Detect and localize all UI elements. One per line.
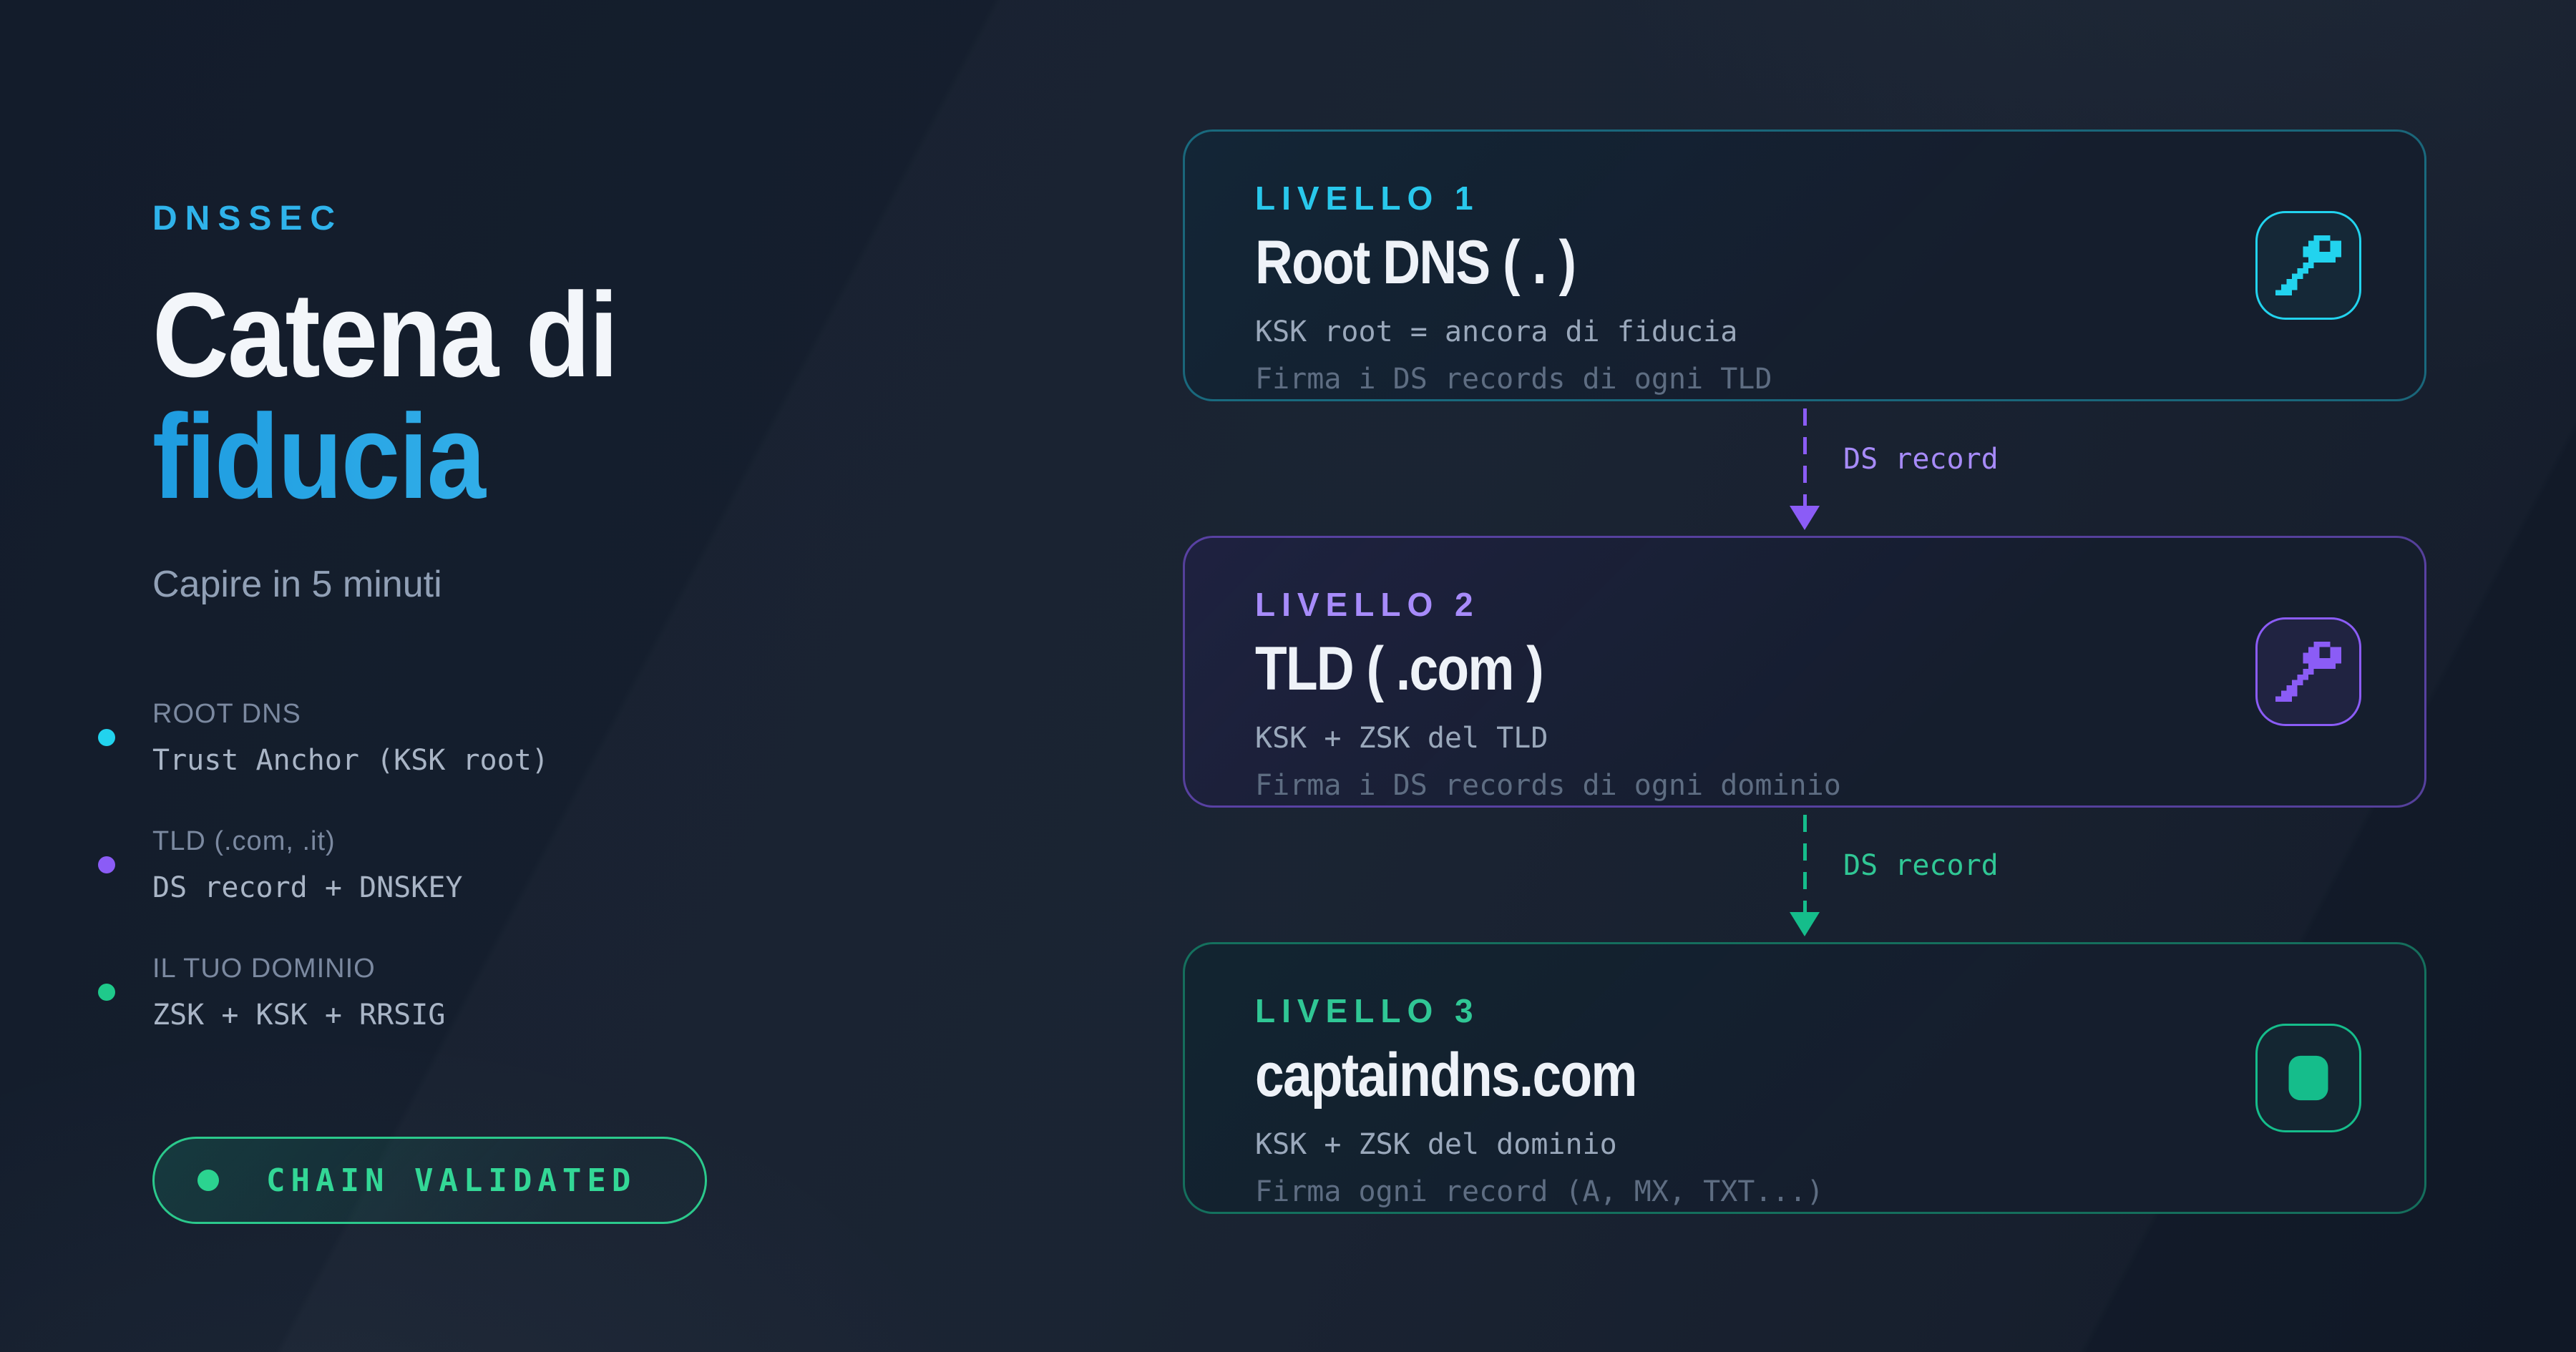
status-dot-icon	[197, 1170, 219, 1191]
legend-item-detail: ZSK + KSK + RRSIG	[152, 999, 446, 1032]
card-description-1: KSK root = ancora di fiducia	[1255, 315, 1738, 348]
key-icon	[2255, 211, 2361, 320]
card-description-2: Firma ogni record (A, MX, TXT...)	[1255, 1175, 1824, 1208]
kicker-label: DNSSEC	[152, 200, 343, 237]
record-square-icon	[2255, 1024, 2361, 1132]
legend-text: IL TUO DOMINIO ZSK + KSK + RRSIG	[152, 952, 445, 1032]
legend-item-root-dns: ROOT DNS Trust Anchor (KSK root)	[98, 697, 1057, 778]
card-description-2: Firma i DS records di ogni TLD	[1255, 363, 1772, 396]
card-livello-2-tld: LIVELLO 2 TLD ( .com ) KSK + ZSK del TLD…	[1183, 536, 2426, 808]
key-icon	[2255, 617, 2361, 726]
card-title: Root DNS ( . )	[1255, 228, 1576, 297]
page-title: Catena di fiducia	[152, 274, 948, 517]
title-line-2: fiducia	[152, 396, 948, 517]
card-level-label: LIVELLO 2	[1255, 586, 1480, 623]
dashed-arrow-line	[1802, 408, 1807, 506]
status-badge-label: CHAIN VALIDATED	[266, 1162, 637, 1199]
legend-text: TLD (.com, .it) DS record + DNSKEY	[152, 825, 462, 905]
card-description-1: KSK + ZSK del TLD	[1255, 722, 1548, 755]
card-title: TLD ( .com )	[1255, 635, 1544, 703]
card-description-2: Firma i DS records di ogni dominio	[1255, 769, 1841, 802]
legend-item-detail: Trust Anchor (KSK root)	[152, 744, 549, 777]
bullet-dot-icon	[98, 984, 115, 1001]
legend-item-detail: DS record + DNSKEY	[152, 871, 463, 904]
legend-item-label: TLD (.com, .it)	[152, 826, 336, 856]
chain-validated-badge: CHAIN VALIDATED	[152, 1137, 708, 1224]
card-level-label: LIVELLO 1	[1255, 180, 1480, 217]
connector-root-to-tld: DS record	[1183, 401, 2426, 536]
legend-item-label: IL TUO DOMINIO	[152, 954, 376, 984]
card-livello-1-root-dns: LIVELLO 1 Root DNS ( . ) KSK root = anco…	[1183, 129, 2426, 401]
legend-item-your-domain: IL TUO DOMINIO ZSK + KSK + RRSIG	[98, 952, 1057, 1032]
title-line-1: Catena di	[152, 268, 618, 402]
connector-label: DS record	[1843, 849, 1999, 882]
card-description-1: KSK + ZSK del dominio	[1255, 1128, 1617, 1161]
subtitle: Capire in 5 minuti	[152, 564, 442, 605]
connector-label: DS record	[1843, 443, 1999, 476]
bullet-dot-icon	[98, 856, 115, 873]
arrow-head-icon	[1790, 506, 1820, 530]
legend-item-label: ROOT DNS	[152, 699, 301, 729]
legend-item-tld: TLD (.com, .it) DS record + DNSKEY	[98, 825, 1057, 905]
legend-text: ROOT DNS Trust Anchor (KSK root)	[152, 697, 549, 778]
arrow-head-icon	[1790, 912, 1820, 936]
connector-tld-to-domain: DS record	[1183, 808, 2426, 942]
legend-list: ROOT DNS Trust Anchor (KSK root) TLD (.c…	[98, 697, 1057, 1032]
card-livello-3-domain: LIVELLO 3 captaindns.com KSK + ZSK del d…	[1183, 942, 2426, 1214]
card-level-label: LIVELLO 3	[1255, 992, 1480, 1029]
hero-section: DNSSEC Catena di fiducia Capire in 5 min…	[98, 199, 1057, 1224]
dashed-arrow-line	[1802, 815, 1807, 912]
chain-diagram: LIVELLO 1 Root DNS ( . ) KSK root = anco…	[1183, 129, 2426, 1214]
card-title: captaindns.com	[1255, 1041, 1637, 1109]
bullet-dot-icon	[98, 729, 115, 746]
